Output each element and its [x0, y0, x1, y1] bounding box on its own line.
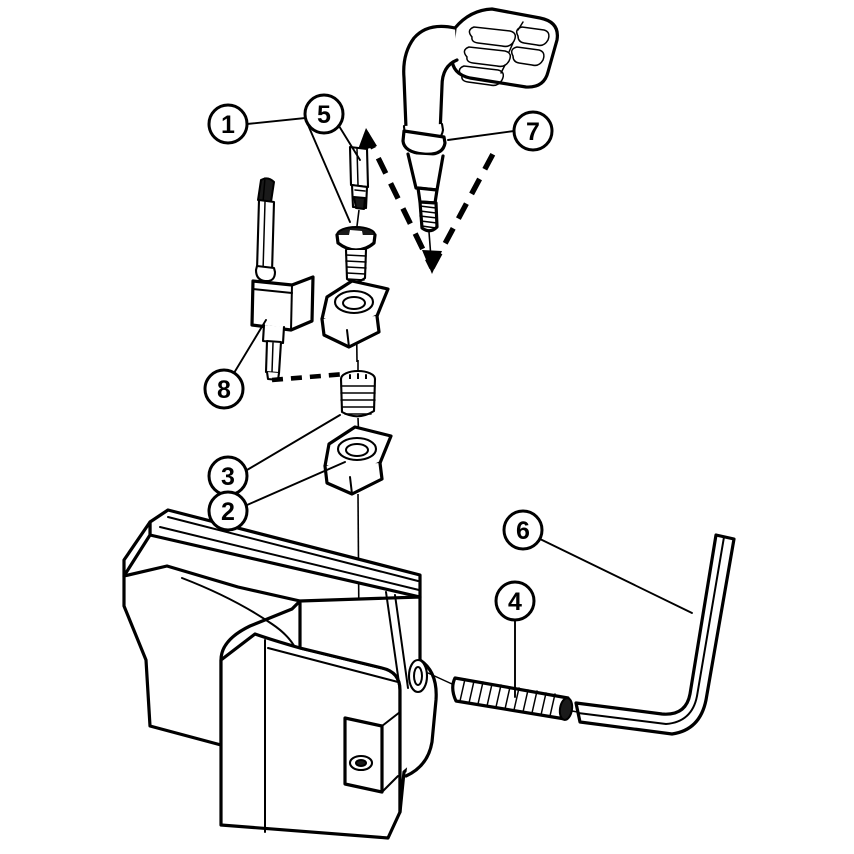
balloon-label-1: 1: [221, 111, 235, 139]
balloon-circle-2[interactable]: [207, 490, 249, 532]
callout-balloon-3[interactable]: 3: [207, 455, 249, 497]
leader-2: [246, 461, 346, 506]
balloon-circle-8[interactable]: [203, 368, 245, 410]
callout-balloon-5[interactable]: 5: [303, 93, 345, 135]
arrowhead-upper-left: [357, 128, 377, 152]
balloon-label-5: 5: [317, 101, 331, 129]
balloon-circle-1[interactable]: [207, 103, 249, 145]
arrowhead-lower: [422, 250, 442, 274]
balloon-label-3: 3: [221, 463, 235, 491]
balloon-label-4: 4: [508, 588, 522, 616]
balloon-circle-6[interactable]: [502, 509, 544, 551]
alignment-dash-key-to-bushing: [271, 371, 346, 383]
part-tool-holder-body: [122, 508, 438, 840]
part-key-handle-driver: [401, 7, 559, 259]
callout-balloon-6[interactable]: 6: [502, 509, 544, 551]
balloon-circle-7[interactable]: [512, 110, 554, 152]
callout-balloon-2[interactable]: 2: [207, 490, 249, 532]
part-hex-allen-key: [574, 533, 736, 736]
leader-5: [338, 125, 361, 161]
part-threaded-bushing-sleeve: [339, 369, 377, 418]
callout-balloon-4[interactable]: 4: [494, 580, 536, 622]
callout-balloon-7[interactable]: 7: [512, 110, 554, 152]
balloon-label-8: 8: [217, 376, 231, 404]
part-t-handle-torx-key: [250, 177, 315, 382]
callout-balloon-1[interactable]: 1: [207, 103, 249, 145]
leader-6: [539, 538, 693, 614]
leader-7: [447, 130, 515, 141]
assembly-direction-indicator: [357, 128, 497, 274]
leader-8: [233, 319, 267, 374]
part-shim-upper: [320, 279, 390, 349]
balloon-circle-5[interactable]: [303, 93, 345, 135]
balloon-label-2: 2: [221, 498, 235, 526]
balloon-label-7: 7: [526, 118, 540, 146]
leader-3: [246, 414, 341, 471]
balloon-circle-4[interactable]: [494, 580, 536, 622]
part-torx-bit: [348, 145, 370, 210]
callout-balloon-8[interactable]: 8: [203, 368, 245, 410]
part-clamp-screw: [335, 226, 377, 283]
balloon-label-6: 6: [516, 517, 530, 545]
